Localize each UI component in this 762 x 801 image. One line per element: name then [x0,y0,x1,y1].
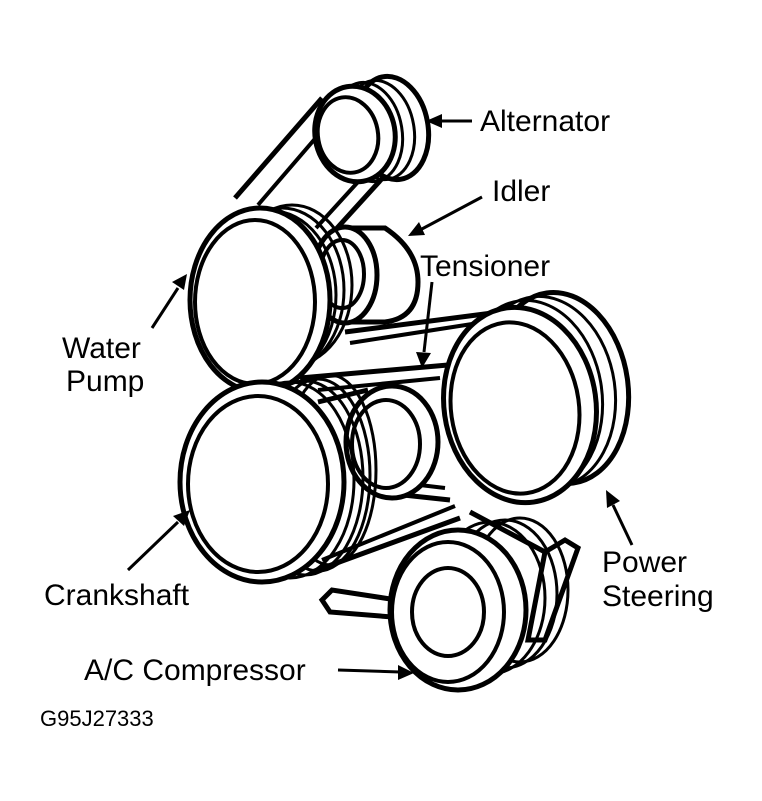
label-power-steering-line2: Steering [602,580,714,613]
water-pump-arrow [150,274,187,329]
water-pump-pulley-icon [187,203,354,395]
ac-compressor-pulley-icon [318,516,582,693]
label-tensioner: Tensioner [420,250,550,283]
label-power-steering-line1: Power [602,546,687,579]
label-water-pump-line1: Water [62,332,141,365]
power-steering-arrow [606,490,634,546]
idler-arrow [408,195,483,236]
label-water-pump-line2: Pump [66,365,144,398]
tensioner-arrow [416,281,434,368]
label-ac-compressor: A/C Compressor [84,654,306,687]
crankshaft-arrow [126,510,190,572]
label-idler: Idler [492,175,550,208]
crankshaft-pulley-icon [177,373,378,585]
label-crankshaft: Crankshaft [44,579,190,612]
ac-compressor-arrow [337,665,414,680]
alternator-arrow [426,114,472,128]
alternator-pulley-icon [312,73,432,185]
power-steering-pulley-icon [441,289,632,506]
label-alternator: Alternator [480,105,610,138]
figure-code: G95J27333 [40,706,154,731]
